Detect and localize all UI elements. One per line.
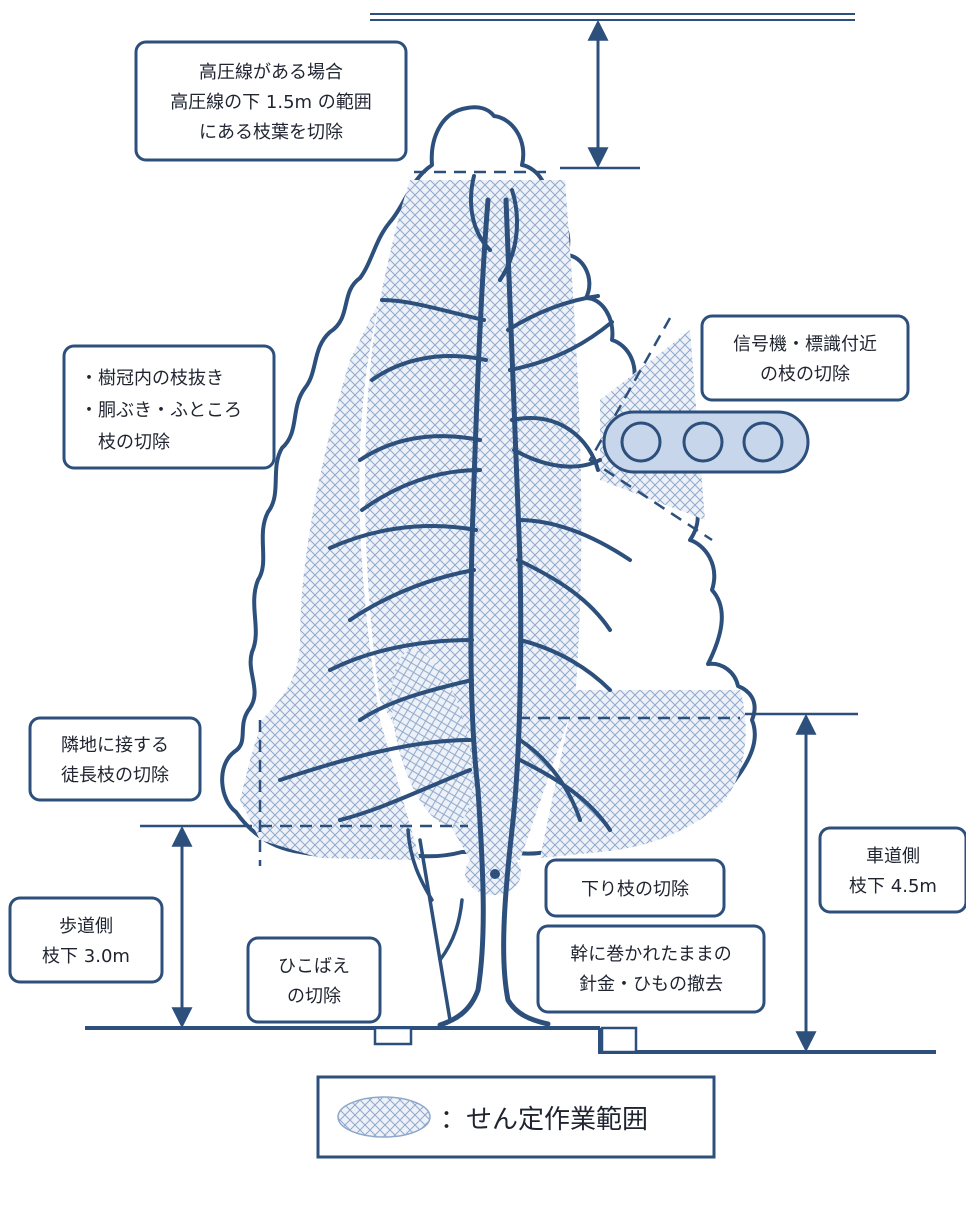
crown-thinning-text-2: ・胴ぶき・ふところ xyxy=(80,400,242,421)
legend: ：せん定作業範囲 xyxy=(316,1075,716,1159)
neighbor-text-1: 隣地に接する xyxy=(61,735,169,756)
drooping-text: 下り枝の切除 xyxy=(581,879,689,900)
crown-thinning-text-1: ・樹冠内の枝抜き xyxy=(80,368,224,389)
work-area-lower-right xyxy=(540,690,746,858)
signal-text-1: 信号機・標識付近 xyxy=(733,334,877,355)
signal-text-2: の枝の切除 xyxy=(760,364,850,385)
label-crown-thinning: ・樹冠内の枝抜き ・胴ぶき・ふところ 枝の切除 xyxy=(62,344,276,470)
label-neighbor: 隣地に接する 徒長枝の切除 xyxy=(28,716,202,802)
traffic-signal xyxy=(602,410,810,474)
cut-lines xyxy=(240,170,740,866)
roadway-text-2: 枝下 4.5m xyxy=(849,876,937,897)
wire-text-1: 幹に巻かれたままの xyxy=(570,944,731,965)
ground-line xyxy=(85,1026,936,1054)
wire-marker xyxy=(490,869,500,879)
label-signal: 信号機・標識付近 の枝の切除 xyxy=(700,314,910,402)
sucker-text-1: ひこばえ xyxy=(278,956,350,977)
label-power-line: 高圧線がある場合 高圧線の下 1.5m の範囲 にある枝葉を切除 xyxy=(134,40,408,162)
sidewalk-clearance-arrow xyxy=(140,824,240,1029)
label-roadway: 車道側 枝下 4.5m xyxy=(818,826,966,914)
sucker-shoot xyxy=(406,828,464,1022)
power-line xyxy=(370,13,855,21)
power-line-clearance-arrow xyxy=(560,19,640,170)
tree-trunk xyxy=(437,197,551,1028)
label-sidewalk: 歩道側 枝下 3.0m xyxy=(8,896,164,984)
label-sucker: ひこばえ の切除 xyxy=(246,936,382,1024)
neighbor-text-2: 徒長枝の切除 xyxy=(61,765,169,786)
tree-branches xyxy=(278,174,632,832)
power-line-text-2: 高圧線の下 1.5m の範囲 xyxy=(170,92,372,113)
power-line-text-3: にある枝葉を切除 xyxy=(199,122,343,143)
label-wire: 幹に巻かれたままの 針金・ひもの撤去 xyxy=(536,924,766,1014)
roadway-text-1: 車道側 xyxy=(866,846,920,867)
power-line-text-1: 高圧線がある場合 xyxy=(199,62,343,83)
crown-thinning-text-3: 枝の切除 xyxy=(80,432,170,453)
sidewalk-text-1: 歩道側 xyxy=(59,916,113,937)
sucker-text-2: の切除 xyxy=(287,986,341,1007)
legend-hatch-swatch xyxy=(337,1096,431,1138)
sidewalk-text-2: 枝下 3.0m xyxy=(42,946,130,967)
wire-text-2: 針金・ひもの撤去 xyxy=(579,974,723,995)
work-area-crown-interior xyxy=(240,300,420,860)
legend-label: ：せん定作業範囲 xyxy=(440,1105,648,1135)
label-drooping: 下り枝の切除 xyxy=(544,858,726,918)
roadway-clearance-arrow xyxy=(745,712,858,1053)
